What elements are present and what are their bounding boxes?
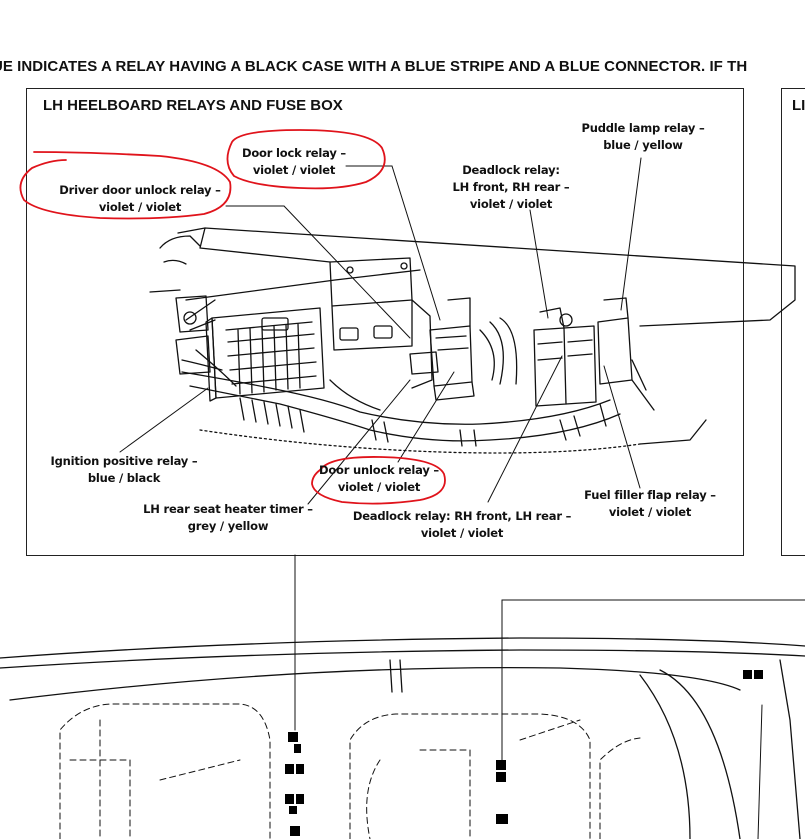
red-circle-door-lock	[226, 129, 386, 190]
label-ignition-positive-relay: Ignition positive relay – blue / black	[50, 454, 198, 485]
center-relays	[409, 297, 518, 401]
label-puddle-lamp-relay: Puddle lamp relay – blue / yellow	[581, 121, 705, 152]
page-heading: UE INDICATES A RELAY HAVING A BLACK CASE…	[0, 58, 748, 75]
leader-lines	[119, 157, 805, 839]
carpet-edge	[199, 429, 641, 454]
heelboard-body	[149, 227, 796, 331]
fuse-box	[175, 295, 325, 402]
heelboard-panel: LH HEELBOARD RELAYS AND FUSE BOX	[26, 88, 744, 556]
right-relays	[533, 297, 655, 411]
label-deadlock-relay-lf-rr: Deadlock relay: LH front, RH rear – viol…	[452, 163, 570, 211]
central-bracket	[329, 257, 433, 389]
wiring-harness	[181, 349, 621, 447]
label-rear-seat-heater-timer: LH rear seat heater timer – grey / yello…	[143, 502, 313, 533]
adjacent-panel-title: LI	[792, 97, 805, 114]
red-circle-door-unlock	[311, 456, 446, 505]
seat-outlines	[59, 703, 641, 839]
label-door-lock-relay: Door lock relay – violet / violet	[241, 146, 346, 177]
adjacent-panel: LI	[781, 88, 805, 556]
location-markers	[285, 670, 763, 836]
vehicle-outline	[0, 637, 805, 839]
label-fuel-filler-flap-relay: Fuel filler flap relay – violet / violet	[584, 488, 716, 519]
panel-title: LH HEELBOARD RELAYS AND FUSE BOX	[43, 97, 343, 114]
label-deadlock-relay-rf-lr: Deadlock relay: RH front, LH rear – viol…	[352, 509, 572, 540]
label-driver-door-unlock-relay: Driver door unlock relay – violet / viol…	[59, 183, 221, 214]
label-door-unlock-relay: Door unlock relay – violet / violet	[319, 463, 439, 494]
red-circle-driver-unlock	[19, 151, 232, 220]
